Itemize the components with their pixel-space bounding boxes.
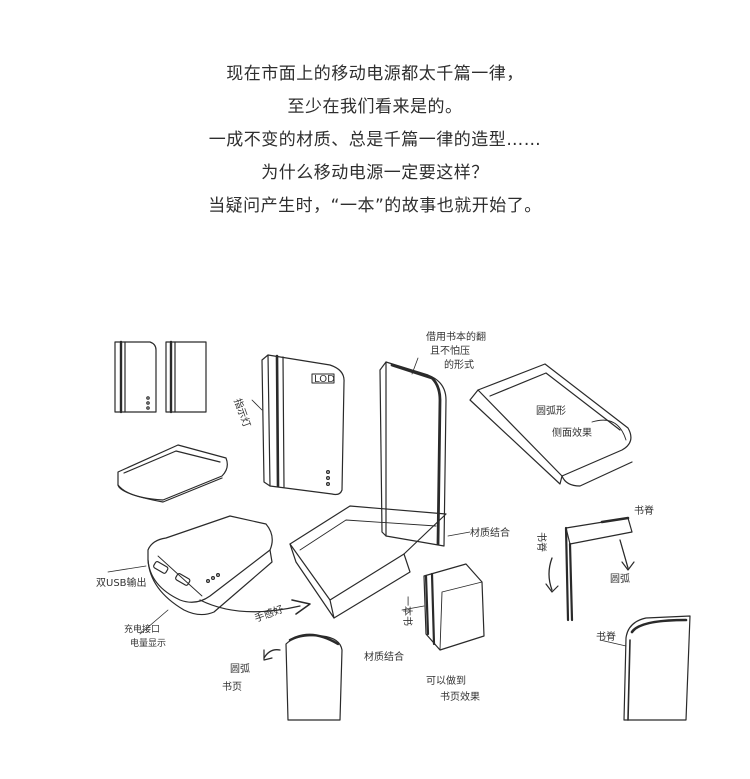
rounded-form-sketch (623, 615, 691, 721)
annotation-book: 一本书 (401, 596, 414, 626)
annotation-right: 书脊 (596, 630, 616, 643)
annotation-round-edge: 圆弧形 (536, 404, 566, 417)
annotation-bottom-2: 可以做到 (426, 674, 466, 687)
annotation-indicator: 指示灯 (231, 397, 253, 430)
product-sketch: LOD (0, 300, 750, 779)
annotation-feel: 手感好 (253, 602, 286, 624)
annotation-merge: 材质结合 (470, 526, 510, 539)
upright-device-sketch: LOD (261, 354, 345, 496)
annotation-bottom-3: 书页效果 (440, 690, 480, 703)
sketch-illustration: LOD (96, 330, 691, 721)
annotation-corner: 圆弧 (610, 572, 630, 585)
angled-device-sketch (469, 363, 633, 487)
annotation-power: 电量显示 (130, 637, 166, 649)
intro-line: 为什么移动电源一定要这样？ (261, 163, 489, 183)
intro-line: 现在市面上的移动电源都太千篇一律， (226, 64, 524, 84)
intro-line: 至少在我们看来是的。 (287, 97, 463, 117)
annotation-top-2: 且不怕压 (430, 344, 470, 357)
annotations: 借用书本的翻 且不怕压 的形式 圆弧形 侧面效果 指示灯 双USB输出 充电接口… (96, 330, 654, 703)
book-sketch (423, 563, 485, 651)
annotation-charge: 充电接口 (124, 623, 160, 635)
annotation-front: 圆弧 (230, 662, 250, 675)
front-view-sketch (114, 340, 207, 414)
intro-line: 一成不变的材质、总是千篇一律的造型…… (208, 130, 542, 150)
annotation-spine-left: 书脊 (535, 532, 548, 552)
annotation-bottom-1: 材质结合 (364, 650, 404, 663)
prism-sketch (289, 505, 447, 619)
intro-text: 现在市面上的移动电源都太千篇一律， 至少在我们看来是的。 一成不变的材质、总是千… (0, 58, 750, 223)
annotation-side: 侧面效果 (552, 426, 592, 439)
spine-form-sketch (379, 361, 447, 547)
annotation-leaders (107, 357, 627, 647)
annotation-leaf: 书页 (222, 681, 242, 693)
intro-line: 当疑问产生时，“一本”的故事也就开始了。 (208, 196, 542, 216)
annotation-top-3: 的形式 (444, 358, 474, 371)
logo-text: LOD (314, 374, 335, 385)
annotation-spine: 书脊 (634, 504, 654, 517)
annotation-top-1: 借用书本的翻 (426, 330, 486, 343)
device-label: 双USB输出 (96, 576, 147, 589)
rounded-top-sketch (263, 633, 343, 721)
perspective-device-sketch (147, 515, 311, 616)
flat-device-sketch (117, 444, 228, 503)
corner-detail-sketch (545, 516, 635, 622)
